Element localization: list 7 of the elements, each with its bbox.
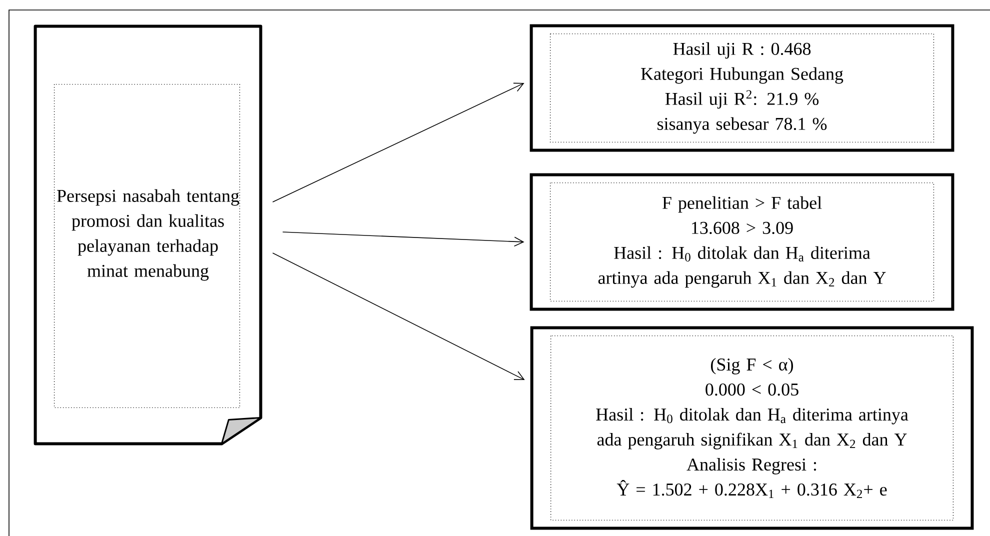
arrow: [272, 252, 525, 380]
result-box: F penelitian > F tabel 13.608 > 3.09 Hasil : H$_{0}$ ditolak dan H$_{a}$ diterima artinya ada pengaruh X$_{1}$ dan X$_{2}$ dan Y: [530, 173, 954, 311]
arrow: [272, 82, 524, 202]
arrow: [282, 232, 524, 246]
document-box: Persepsi nasabah tentang promosi dan kualitas pelayanan terhadap minat menabung: [34, 24, 262, 446]
result-box: Hasil uji R : 0.468 Kategori Hubungan Sedang Hasil uji R$^{2}$: 21.9 % sisanya sebesar 78.1 %: [530, 24, 954, 152]
result-box: (Sig F < α) 0.000 < 0.05 Hasil : H$_{0}$ ditolak dan H$_{a}$ diterima artinya ada pengaruh signifikan X$_{1}$ dan X$_{2}$ dan Y Analisis Regresi : Ŷ = 1.502 + 0.228X$_{1}$ + 0.316 X$_{2}$+ e: [530, 326, 974, 530]
